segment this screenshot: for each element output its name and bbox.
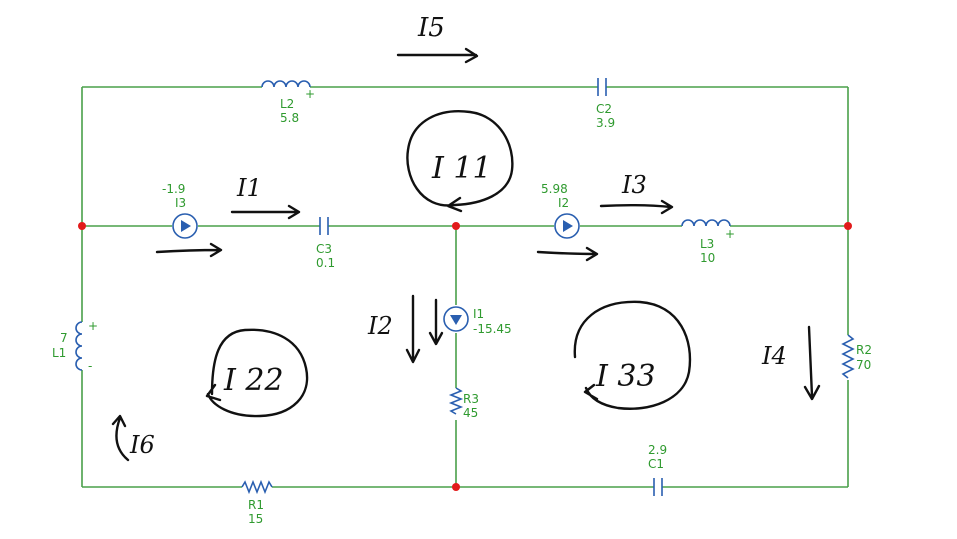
i2-value: 5.98 (541, 182, 568, 196)
i1-name: I1 (473, 307, 484, 321)
r3-value: 45 (463, 406, 478, 420)
c3-name: C3 (316, 242, 332, 256)
r3-name: R3 (463, 392, 479, 406)
r1-name: R1 (248, 498, 264, 512)
l1-minus: - (88, 359, 92, 373)
current-source-i2 (554, 213, 580, 239)
current-source-i1 (443, 306, 469, 332)
resistor-r3 (448, 387, 464, 415)
l3-value: 10 (700, 251, 715, 265)
resistor-r1 (241, 479, 273, 495)
resistor-r2 (841, 334, 855, 379)
i3-name: I3 (175, 196, 186, 210)
l3-name: L3 (700, 237, 714, 251)
nodes (78, 222, 852, 491)
inductor-l1 (75, 321, 83, 371)
i3-value: -1.9 (162, 182, 185, 196)
mesh-current-i22: I 22 (223, 363, 284, 398)
inductor-l2 (261, 80, 311, 88)
node-center (452, 222, 460, 230)
arrow-i2-b (428, 298, 444, 346)
loop-i11 (406, 110, 514, 213)
node-left (78, 222, 86, 230)
l2-plus: + (305, 87, 315, 101)
arrow-i6 (111, 414, 130, 462)
capacitor-c3 (319, 217, 329, 235)
l2-name: L2 (280, 97, 294, 111)
mesh-current-i33: I 33 (595, 359, 656, 394)
c1-name: C1 (648, 457, 664, 471)
c3-value: 0.1 (316, 256, 335, 270)
capacitor-c1 (653, 478, 663, 496)
c2-value: 3.9 (596, 116, 615, 130)
annotation-i1: I1 (236, 174, 262, 202)
wires (81, 86, 849, 488)
r1-value: 15 (248, 512, 263, 526)
arrow-center-right (536, 246, 599, 262)
i2-name: I2 (558, 196, 569, 210)
l3-plus: + (725, 227, 735, 241)
arrow-i5 (396, 47, 479, 64)
r2-value: 70 (856, 358, 871, 372)
capacitor-c2 (597, 78, 607, 96)
l1-plus: + (88, 319, 98, 333)
loop-i22 (205, 328, 309, 418)
r2-name: R2 (856, 343, 872, 357)
l2-value: 5.8 (280, 111, 299, 125)
annotation-i4: I4 (761, 342, 787, 370)
inductor-l3 (681, 219, 731, 227)
arrow-i1 (230, 204, 301, 220)
node-bottom (452, 483, 460, 491)
c2-name: C2 (596, 102, 612, 116)
annotation-i3: I3 (621, 171, 647, 199)
annotation-i2: I2 (367, 312, 393, 340)
loop-i33 (573, 300, 692, 410)
arrow-i3 (599, 199, 674, 215)
handwritten-annotations: I5 I1 I3 I2 I4 I6 I 11 I 22 I 33 (111, 13, 821, 462)
c1-value: 2.9 (648, 443, 667, 457)
annotation-i6: I6 (129, 431, 155, 459)
annotation-i5: I5 (417, 13, 445, 43)
i1-value: -15.45 (473, 322, 512, 336)
node-right (844, 222, 852, 230)
arrow-i2-a (405, 294, 421, 364)
l1-value: 7 (60, 331, 68, 345)
mesh-current-i11: I 11 (431, 151, 492, 186)
l1-name: L1 (52, 346, 66, 360)
arrow-i4 (803, 325, 821, 401)
current-source-i3 (172, 213, 198, 239)
arrow-left-branch (155, 242, 223, 258)
